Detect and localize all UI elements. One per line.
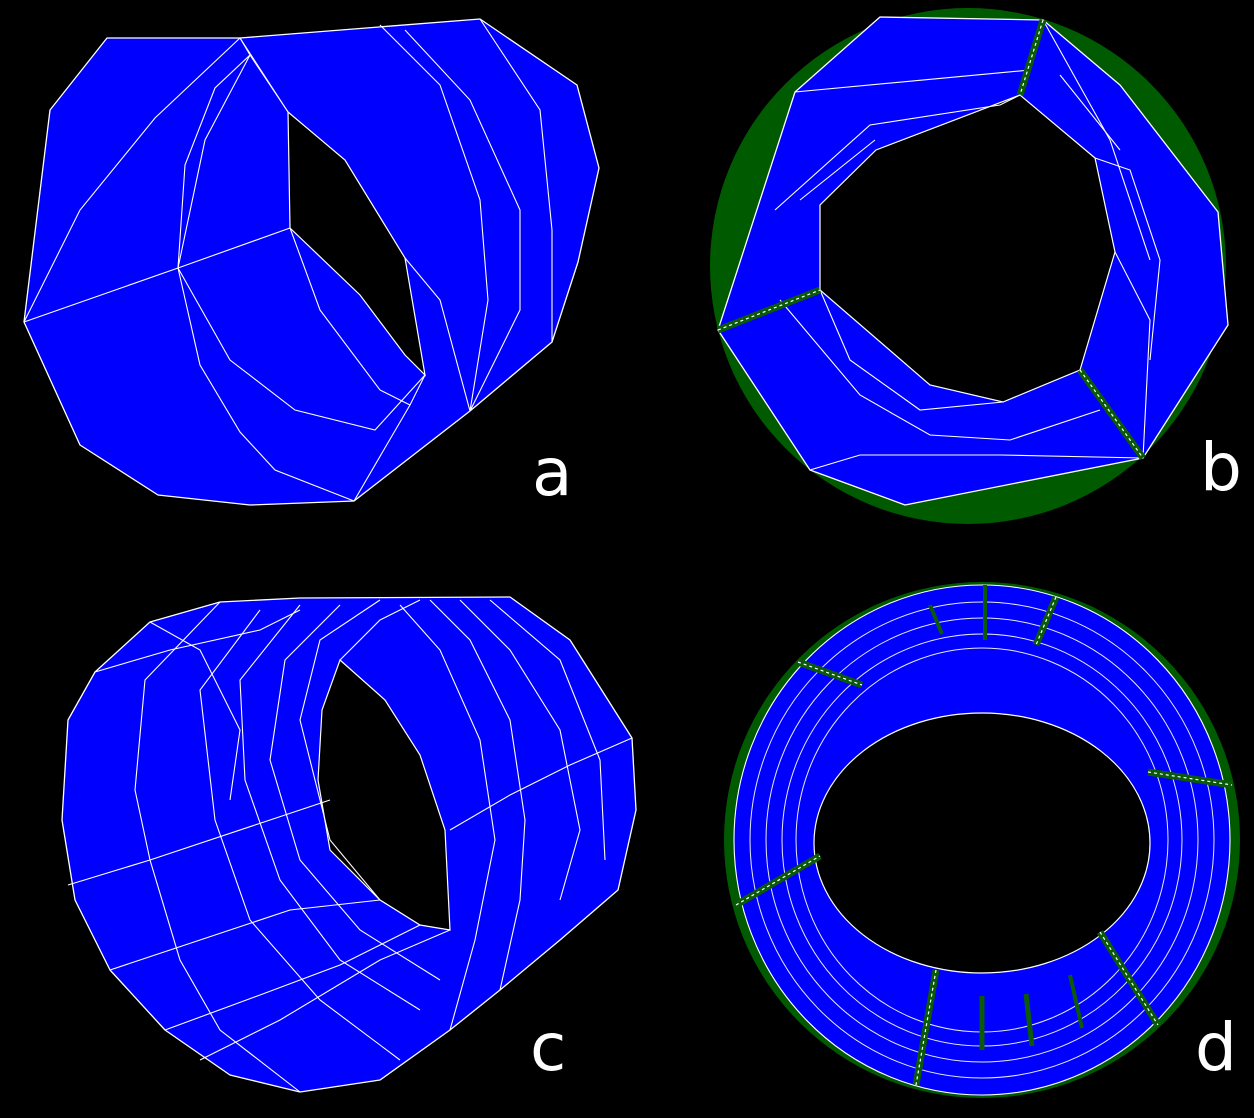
panel-a: a bbox=[23, 18, 600, 511]
panel-b-mesh-lines bbox=[716, 18, 1161, 471]
panel-d: d bbox=[724, 582, 1240, 1098]
panel-c-mesh-lines bbox=[67, 599, 633, 1093]
panel-a-outer-surface bbox=[23, 18, 600, 506]
panel-a-inner-opening bbox=[287, 110, 426, 377]
panel-a-label: a bbox=[532, 434, 572, 511]
panel-b: b bbox=[710, 8, 1242, 524]
panel-b-label: b bbox=[1200, 429, 1242, 506]
panel-c: c bbox=[61, 596, 637, 1093]
panel-d-label: d bbox=[1195, 1009, 1237, 1086]
panel-c-label: c bbox=[530, 1009, 566, 1086]
panel-b-bore bbox=[819, 94, 1116, 403]
panel-d-gaps bbox=[734, 585, 1233, 1086]
panel-d-bore bbox=[813, 712, 1151, 974]
panel-a-mesh-lines bbox=[23, 18, 553, 502]
